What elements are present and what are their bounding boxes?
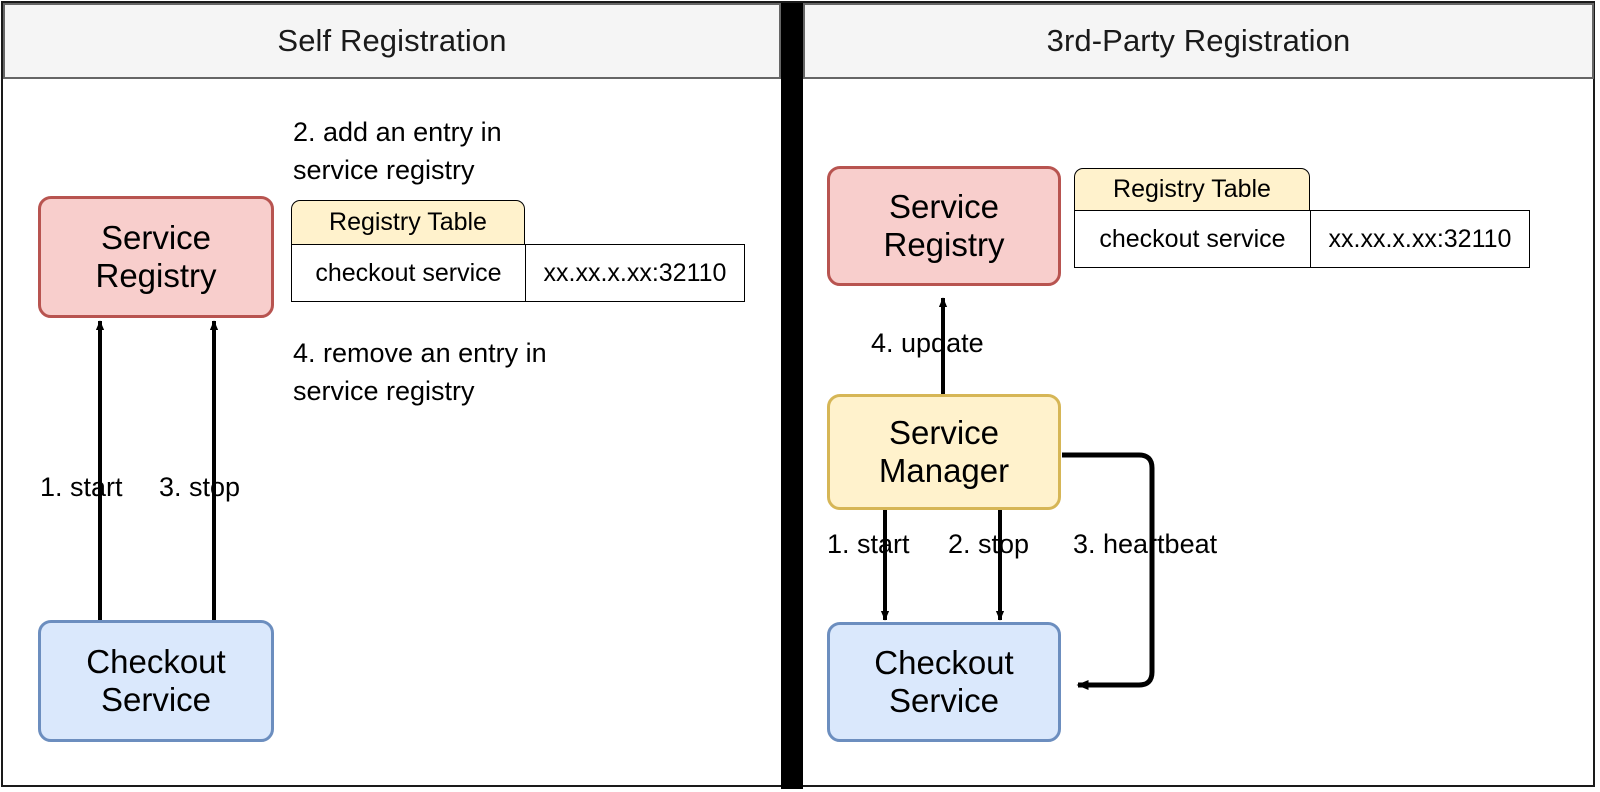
registry-table-cell-name-left: checkout service [315, 258, 502, 287]
edge-label-right-update: 4. update [871, 328, 984, 358]
node-service-registry-right: Service Registry [827, 166, 1061, 286]
panel-title-3rd-party-registration: 3rd-Party Registration [803, 3, 1594, 79]
node-service-manager: Service Manager [827, 394, 1061, 510]
registry-table-header-left: Registry Table [291, 200, 525, 244]
node-label-line1: Service [888, 414, 1000, 452]
registry-table-left: Registry Table checkout service xx.xx.x.… [291, 200, 745, 302]
node-label-line2: Manager [878, 452, 1010, 489]
node-service-registry-left: Service Registry [38, 196, 274, 318]
node-label-line1: Checkout [874, 644, 1014, 682]
node-label-line1: Service [888, 188, 1000, 226]
registry-table-cell-name-right: checkout service [1099, 224, 1286, 253]
node-label-line1: Service [100, 219, 212, 257]
registry-table-cell-address-right: xx.xx.x.xx:32110 [1309, 211, 1529, 267]
registry-table-row-right: checkout service xx.xx.x.xx:32110 [1074, 210, 1530, 268]
edge-label-right-heartbeat: 3. heartbeat [1073, 529, 1218, 559]
note-remove-entry: 4. remove an entry in service registry [293, 338, 547, 407]
node-checkout-service-right: Checkout Service [827, 622, 1061, 742]
node-label-line2: Registry [95, 257, 217, 294]
node-label-line1: Checkout [86, 643, 226, 681]
edge-label-left-start: 1. start [40, 472, 123, 502]
registry-table-header-right: Registry Table [1074, 168, 1310, 210]
panel-divider [781, 3, 803, 789]
registry-table-header-text-left: Registry Table [329, 208, 487, 236]
registry-table-right: Registry Table checkout service xx.xx.x.… [1074, 168, 1530, 268]
panel-title-left-text: Self Registration [277, 23, 507, 58]
registry-table-row-left: checkout service xx.xx.x.xx:32110 [291, 244, 745, 302]
panel-title-self-registration: Self Registration [3, 3, 781, 79]
panel-title-right-text: 3rd-Party Registration [1046, 23, 1351, 58]
edge-label-left-stop: 3. stop [159, 472, 241, 502]
registry-table-cell-address-left: xx.xx.x.xx:32110 [524, 245, 744, 301]
note-add-entry: 2. add an entry in service registry [293, 117, 502, 186]
node-label-line2: Service [100, 681, 212, 718]
edge-label-right-start: 1. start [827, 529, 910, 559]
node-label-line2: Service [888, 682, 1000, 719]
registry-table-header-text-right: Registry Table [1113, 175, 1271, 203]
edge-label-right-stop: 2. stop [948, 529, 1030, 559]
node-label-line2: Registry [883, 226, 1005, 263]
node-checkout-service-left: Checkout Service [38, 620, 274, 742]
